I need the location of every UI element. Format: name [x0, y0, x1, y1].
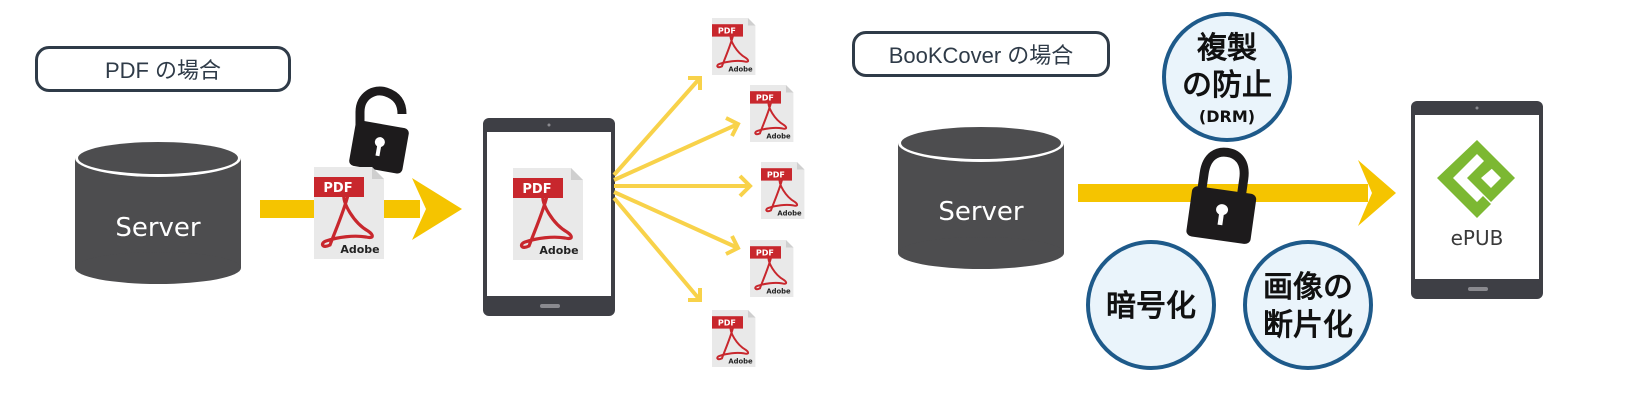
svg-text:Adobe: Adobe — [766, 287, 791, 295]
svg-text:PDF: PDF — [767, 171, 785, 180]
copied-pdf-icon: PDF Adobe — [749, 84, 795, 144]
svg-text:PDF: PDF — [756, 94, 774, 103]
svg-text:複製: 複製 — [1197, 31, 1257, 66]
unlocked-padlock-icon — [348, 86, 410, 175]
copied-pdf-icon: PDF Adobe — [760, 161, 806, 221]
svg-text:(DRM): (DRM) — [1199, 107, 1255, 126]
pdf-file-icon: PDF Adobe — [312, 165, 386, 261]
pdf-server-label: Server — [115, 213, 201, 243]
epub-tablet — [1411, 101, 1543, 299]
locked-padlock-icon — [1185, 147, 1257, 245]
svg-text:PDF: PDF — [756, 249, 774, 258]
copy-fanout-arrows — [612, 76, 753, 302]
svg-text:PDF: PDF — [323, 181, 352, 196]
svg-text:暗号化: 暗号化 — [1106, 289, 1196, 324]
svg-text:PDF: PDF — [718, 27, 736, 36]
image-fragmentation-circle: 画像の 断片化 — [1243, 240, 1373, 370]
svg-text:Adobe: Adobe — [766, 132, 791, 140]
svg-text:Adobe: Adobe — [340, 243, 379, 256]
bookcover-server-label: Server — [938, 197, 1024, 227]
svg-text:Adobe: Adobe — [777, 209, 802, 217]
svg-text:Adobe: Adobe — [539, 244, 578, 257]
encryption-circle: 暗号化 — [1086, 240, 1216, 370]
copied-pdf-icon: PDF Adobe — [711, 17, 757, 77]
svg-text:断片化: 断片化 — [1263, 308, 1353, 343]
bookcover-server: Server — [898, 124, 1064, 269]
copied-pdf-icon: PDF Adobe — [749, 239, 795, 299]
svg-text:Adobe: Adobe — [728, 357, 753, 365]
epub-logo-icon — [1437, 140, 1515, 218]
copy-protection-circle: 複製 の防止 (DRM) — [1162, 12, 1292, 142]
svg-text:PDF: PDF — [718, 319, 736, 328]
svg-text:PDF: PDF — [522, 182, 551, 197]
epub-label: ePUB — [1451, 226, 1504, 250]
pdf-case-label: PDF の場合 — [35, 46, 291, 92]
svg-text:画像の: 画像の — [1263, 270, 1353, 305]
svg-text:の防止: の防止 — [1182, 68, 1272, 103]
tablet-pdf-file-icon: PDF Adobe — [511, 166, 585, 262]
copied-pdf-icon: PDF Adobe — [711, 309, 757, 369]
pdf-server: Server — [75, 139, 241, 284]
svg-text:Adobe: Adobe — [728, 65, 753, 73]
bookcover-case-label: BooKCover の場合 — [852, 31, 1110, 77]
